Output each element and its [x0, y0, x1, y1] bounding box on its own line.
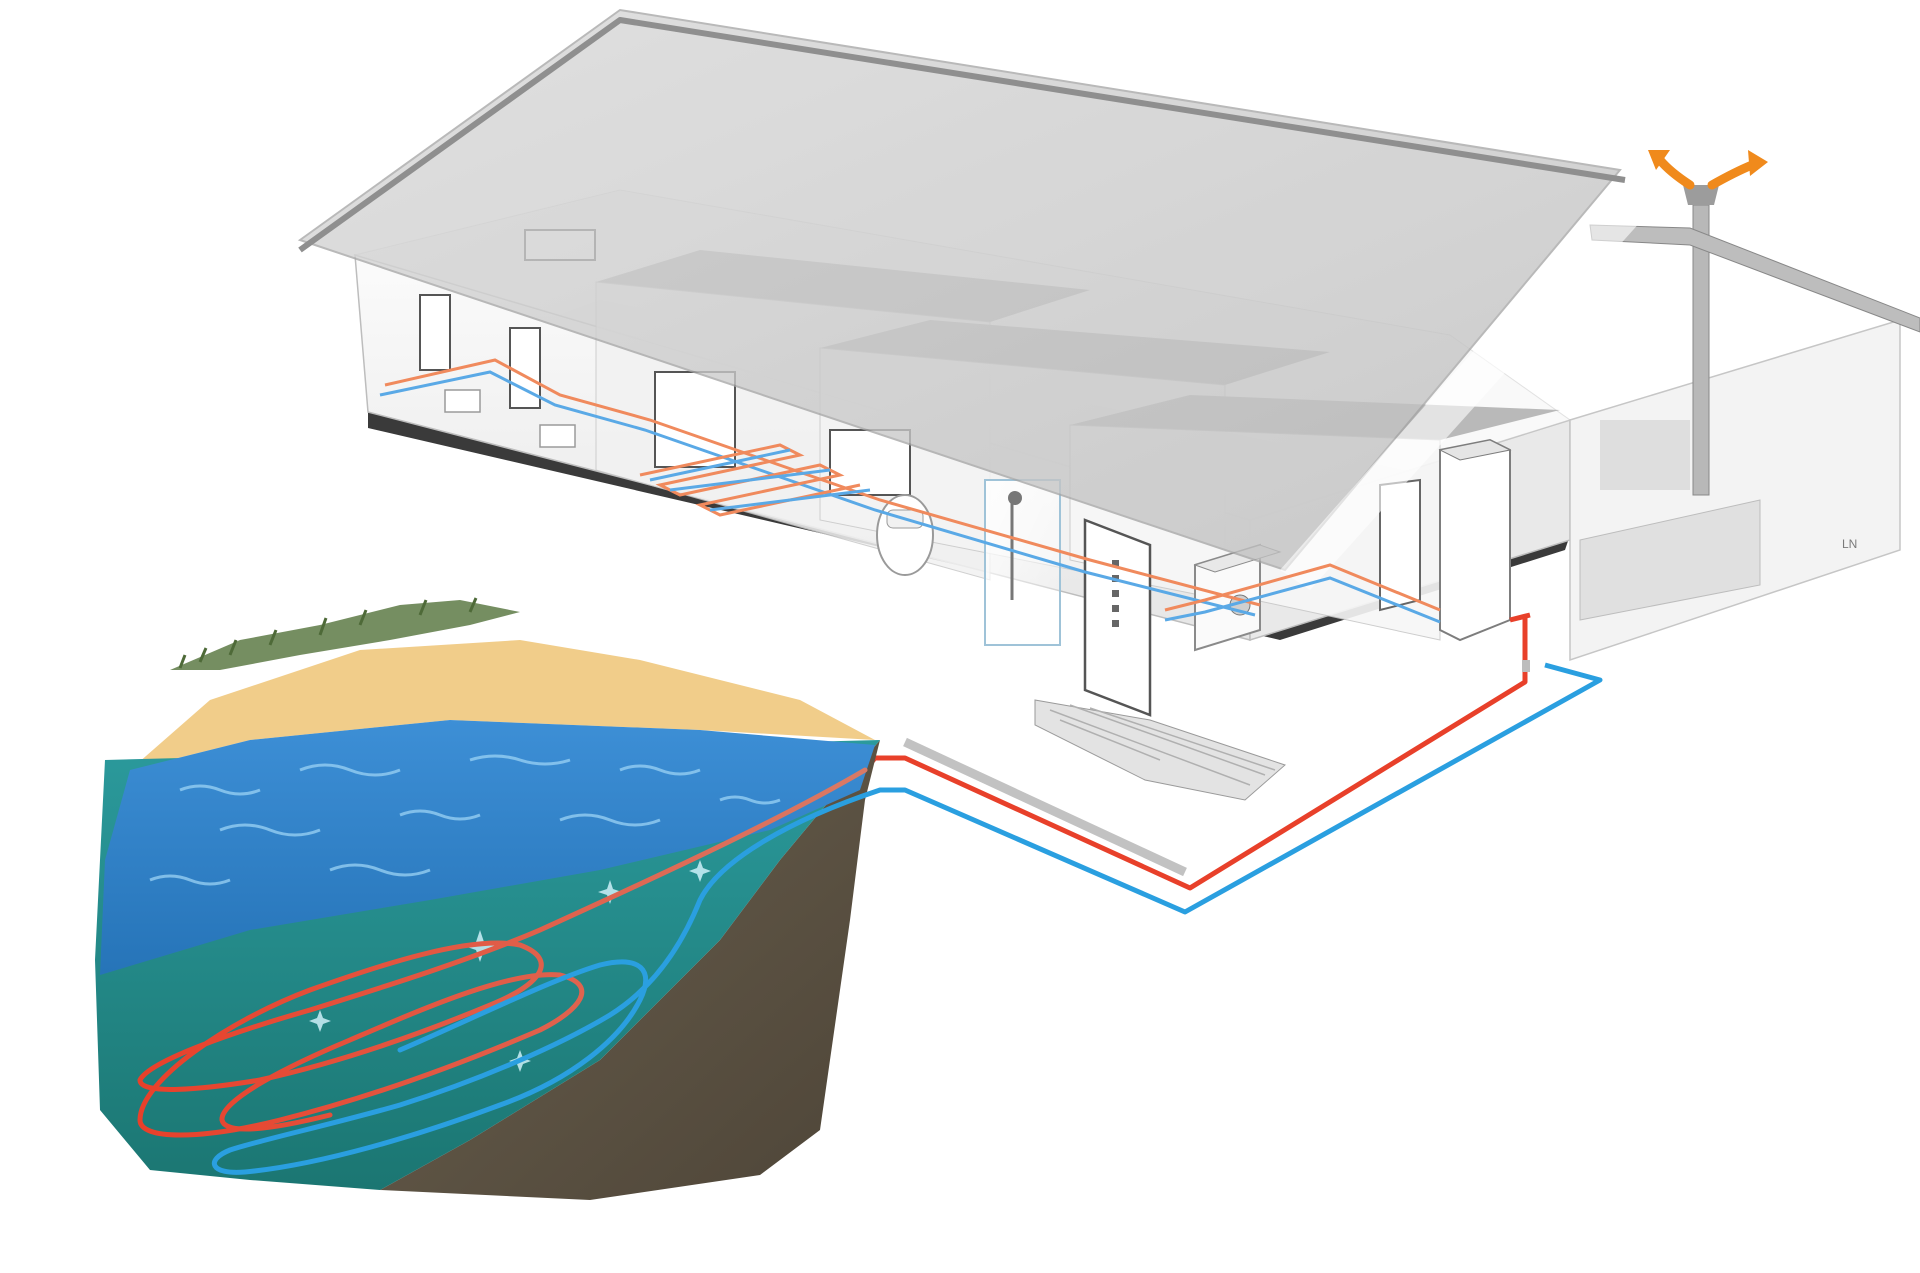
underfloor-heating-loops	[379, 358, 1441, 624]
window-1	[419, 294, 451, 371]
front-door	[1083, 518, 1152, 717]
lake-collector-coil	[137, 767, 883, 1175]
lake-cross-section	[95, 597, 883, 1200]
conduit	[903, 737, 1187, 877]
beach-sand	[130, 640, 875, 770]
return-pipe	[880, 662, 1603, 915]
doorstep-tiles	[1034, 699, 1286, 801]
kitchen-extension	[1569, 318, 1901, 662]
shower-cabin	[984, 479, 1061, 646]
coil-supply	[137, 767, 868, 1138]
arrow-left-icon	[1655, 155, 1695, 190]
coil-return	[211, 787, 883, 1175]
roof-glare	[1280, 185, 1660, 590]
extension-roof	[1589, 224, 1920, 333]
roof-panel	[297, 8, 1622, 572]
grass	[170, 600, 520, 670]
chimney	[1683, 185, 1719, 496]
lake-surface	[100, 720, 875, 975]
arrow-right-icon	[1707, 160, 1757, 190]
window-3	[654, 371, 736, 468]
artist-signature: LN	[1842, 537, 1857, 551]
soil	[380, 740, 880, 1200]
radiator-2	[539, 424, 576, 448]
roof-edge	[298, 17, 1626, 253]
house-cutaway: LN	[297, 8, 1920, 801]
water-ripples	[149, 754, 781, 886]
radiator-1	[444, 389, 481, 413]
pipe-entry	[1522, 660, 1530, 672]
exhaust-arrows	[1648, 150, 1768, 190]
hot-water-tank	[1438, 438, 1512, 642]
